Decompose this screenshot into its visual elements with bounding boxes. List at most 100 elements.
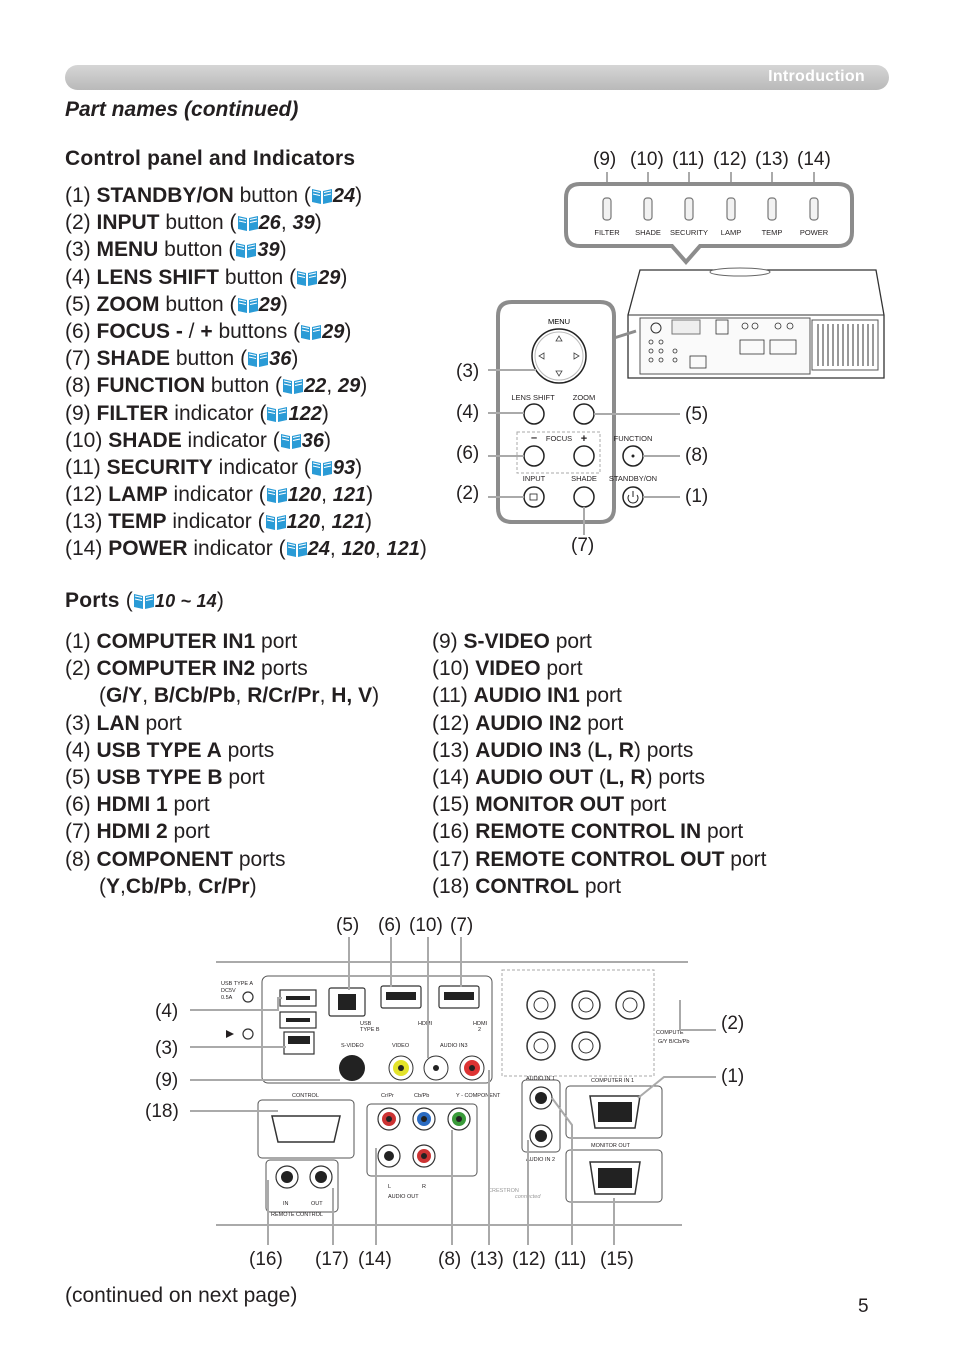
item-number: (1) bbox=[65, 630, 97, 653]
page-ref: 121 bbox=[331, 511, 365, 534]
manual-book-icon bbox=[267, 406, 288, 422]
manual-book-icon bbox=[286, 542, 307, 558]
sub-name: G/Y bbox=[106, 684, 143, 708]
item-close: ) bbox=[365, 510, 372, 534]
port-callout-18: (18) bbox=[145, 1101, 179, 1122]
input-label: INPUT bbox=[523, 474, 546, 483]
item-type: port bbox=[255, 630, 298, 653]
crpr-label: Cr/Pr bbox=[381, 1093, 394, 1099]
item-type: ports bbox=[233, 847, 286, 871]
item-name: COMPONENT bbox=[96, 847, 234, 871]
callout-1: (1) bbox=[685, 486, 708, 507]
item-close: ) bbox=[344, 319, 352, 343]
page-subtitle: Part names (continued) bbox=[65, 98, 299, 121]
manual-book-icon bbox=[237, 216, 258, 232]
item-name: CONTROL bbox=[475, 874, 580, 898]
ref-separator: , bbox=[280, 211, 293, 235]
item-type: port bbox=[701, 820, 744, 844]
item-number: (11) bbox=[432, 684, 474, 708]
item-number: (8) bbox=[65, 847, 97, 871]
focus-label: FOCUS bbox=[546, 434, 572, 443]
item-type: port bbox=[579, 684, 622, 708]
port-item: (14) AUDIO OUT (L, R) ports bbox=[432, 764, 767, 791]
page-ref: 22 bbox=[304, 375, 327, 398]
menu-button-label: MENU bbox=[548, 317, 570, 326]
ports-ref-open: ( bbox=[119, 589, 133, 612]
page-ref: 29 bbox=[337, 375, 361, 398]
svideo-label: S-VIDEO bbox=[341, 1043, 364, 1049]
item-name: HDMI 1 bbox=[96, 793, 168, 817]
port-item: (15) MONITOR OUT port bbox=[432, 791, 767, 818]
callout-10: (10) bbox=[630, 149, 664, 170]
item-name: USB TYPE B bbox=[96, 765, 223, 789]
item-number: (9) bbox=[432, 630, 464, 653]
ref-separator: , bbox=[321, 483, 333, 507]
item-close: ) bbox=[280, 292, 288, 316]
item-close: ) bbox=[419, 537, 427, 561]
sub-sep: , bbox=[186, 874, 199, 898]
item-number: (12) bbox=[65, 483, 109, 507]
item-close: ) bbox=[279, 238, 287, 262]
indicator-security-label: SECURITY bbox=[670, 228, 708, 237]
sub-close: ) bbox=[372, 684, 380, 708]
input-button bbox=[523, 486, 545, 508]
item-name: S-VIDEO bbox=[463, 630, 550, 653]
callout-12: (12) bbox=[713, 149, 747, 170]
callout-11: (11) bbox=[672, 149, 704, 170]
item-name: POWER bbox=[108, 537, 188, 561]
port-item: (3) LAN port bbox=[65, 710, 379, 737]
item-name2: + bbox=[200, 319, 213, 343]
item-close: ) bbox=[321, 401, 329, 425]
item-type: ports bbox=[221, 738, 275, 762]
item-type: port bbox=[540, 657, 583, 681]
item-close: ) bbox=[324, 428, 331, 452]
port-item: (9) S-VIDEO port bbox=[432, 628, 767, 655]
projector-illustration bbox=[613, 267, 885, 379]
item-name: USB TYPE A bbox=[96, 738, 222, 762]
item-separator: / bbox=[188, 319, 201, 343]
computer-in2-sub: G/Y B/Cb/Pb bbox=[658, 1039, 689, 1045]
ref-separator: , bbox=[374, 537, 387, 561]
sub-name: Cr/Pr bbox=[198, 874, 250, 898]
ports-ref-close: ) bbox=[216, 589, 225, 612]
item-type: port bbox=[549, 630, 592, 653]
item-type2: ) ports bbox=[645, 765, 706, 789]
item-name: FILTER bbox=[96, 401, 169, 425]
remote-in-label: IN bbox=[283, 1201, 289, 1207]
port-item: (11) AUDIO IN1 port bbox=[432, 682, 767, 709]
hdmi1-label: HDMI bbox=[418, 1021, 433, 1027]
usb-a-voltage: DC5V bbox=[221, 988, 236, 994]
hdmi2-label: HDMI bbox=[473, 1021, 488, 1027]
indicator-temp-label: TEMP bbox=[762, 228, 783, 237]
sub-close: ) bbox=[249, 874, 257, 898]
control-item: (4) LENS SHIFT button (29) bbox=[65, 264, 427, 291]
shade-label: SHADE bbox=[571, 474, 597, 483]
item-type: port bbox=[579, 874, 622, 898]
section-header-bar: Introduction bbox=[65, 65, 889, 90]
computer-in2-label: COMPUTE bbox=[656, 1030, 684, 1036]
item-name: ZOOM bbox=[96, 292, 160, 316]
item-number: (4) bbox=[65, 265, 97, 289]
item-name: SECURITY bbox=[106, 455, 213, 479]
item-number: (13) bbox=[432, 738, 476, 762]
item-number: (14) bbox=[65, 537, 109, 561]
item-type: port bbox=[167, 793, 210, 817]
item-type: port bbox=[581, 711, 624, 735]
bnc-port bbox=[526, 990, 556, 1020]
page-ref: 120 bbox=[287, 484, 322, 507]
item-type: buttons ( bbox=[212, 319, 301, 343]
screw-icon bbox=[242, 991, 254, 1003]
port-item: (5) USB TYPE B port bbox=[65, 764, 379, 791]
item-close: ) bbox=[314, 211, 322, 235]
usb-a-current: 0.5A bbox=[221, 995, 233, 1001]
item-close: ) bbox=[366, 483, 374, 507]
sub-sep: , bbox=[120, 874, 126, 898]
page-ref: 121 bbox=[386, 538, 420, 561]
item-name: HDMI 2 bbox=[96, 820, 168, 844]
item-number: (7) bbox=[65, 347, 97, 371]
port-item: (16) REMOTE CONTROL IN port bbox=[432, 818, 767, 845]
item-number: (11) bbox=[65, 455, 107, 479]
callout-8: (8) bbox=[685, 445, 708, 466]
manual-book-icon bbox=[283, 379, 304, 395]
page-ref: 121 bbox=[332, 484, 367, 507]
